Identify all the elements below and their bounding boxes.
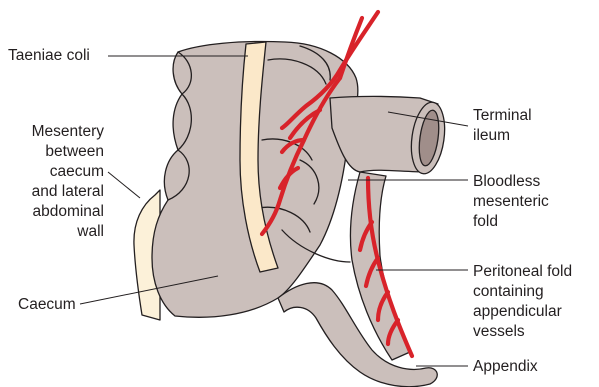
label-appendix: Appendix — [473, 357, 538, 377]
appendix — [278, 283, 437, 387]
label-mesentery: Mesentery between caecum and lateral abd… — [8, 122, 104, 242]
label-caecum: Caecum — [18, 295, 76, 315]
label-taeniae-coli: Taeniae coli — [8, 46, 90, 66]
label-terminal-ileum: Terminal ileum — [473, 106, 532, 146]
label-peritoneal-fold: Peritoneal fold containing appendicular … — [473, 262, 572, 342]
label-bloodless-fold: Bloodless mesenteric fold — [473, 172, 549, 232]
